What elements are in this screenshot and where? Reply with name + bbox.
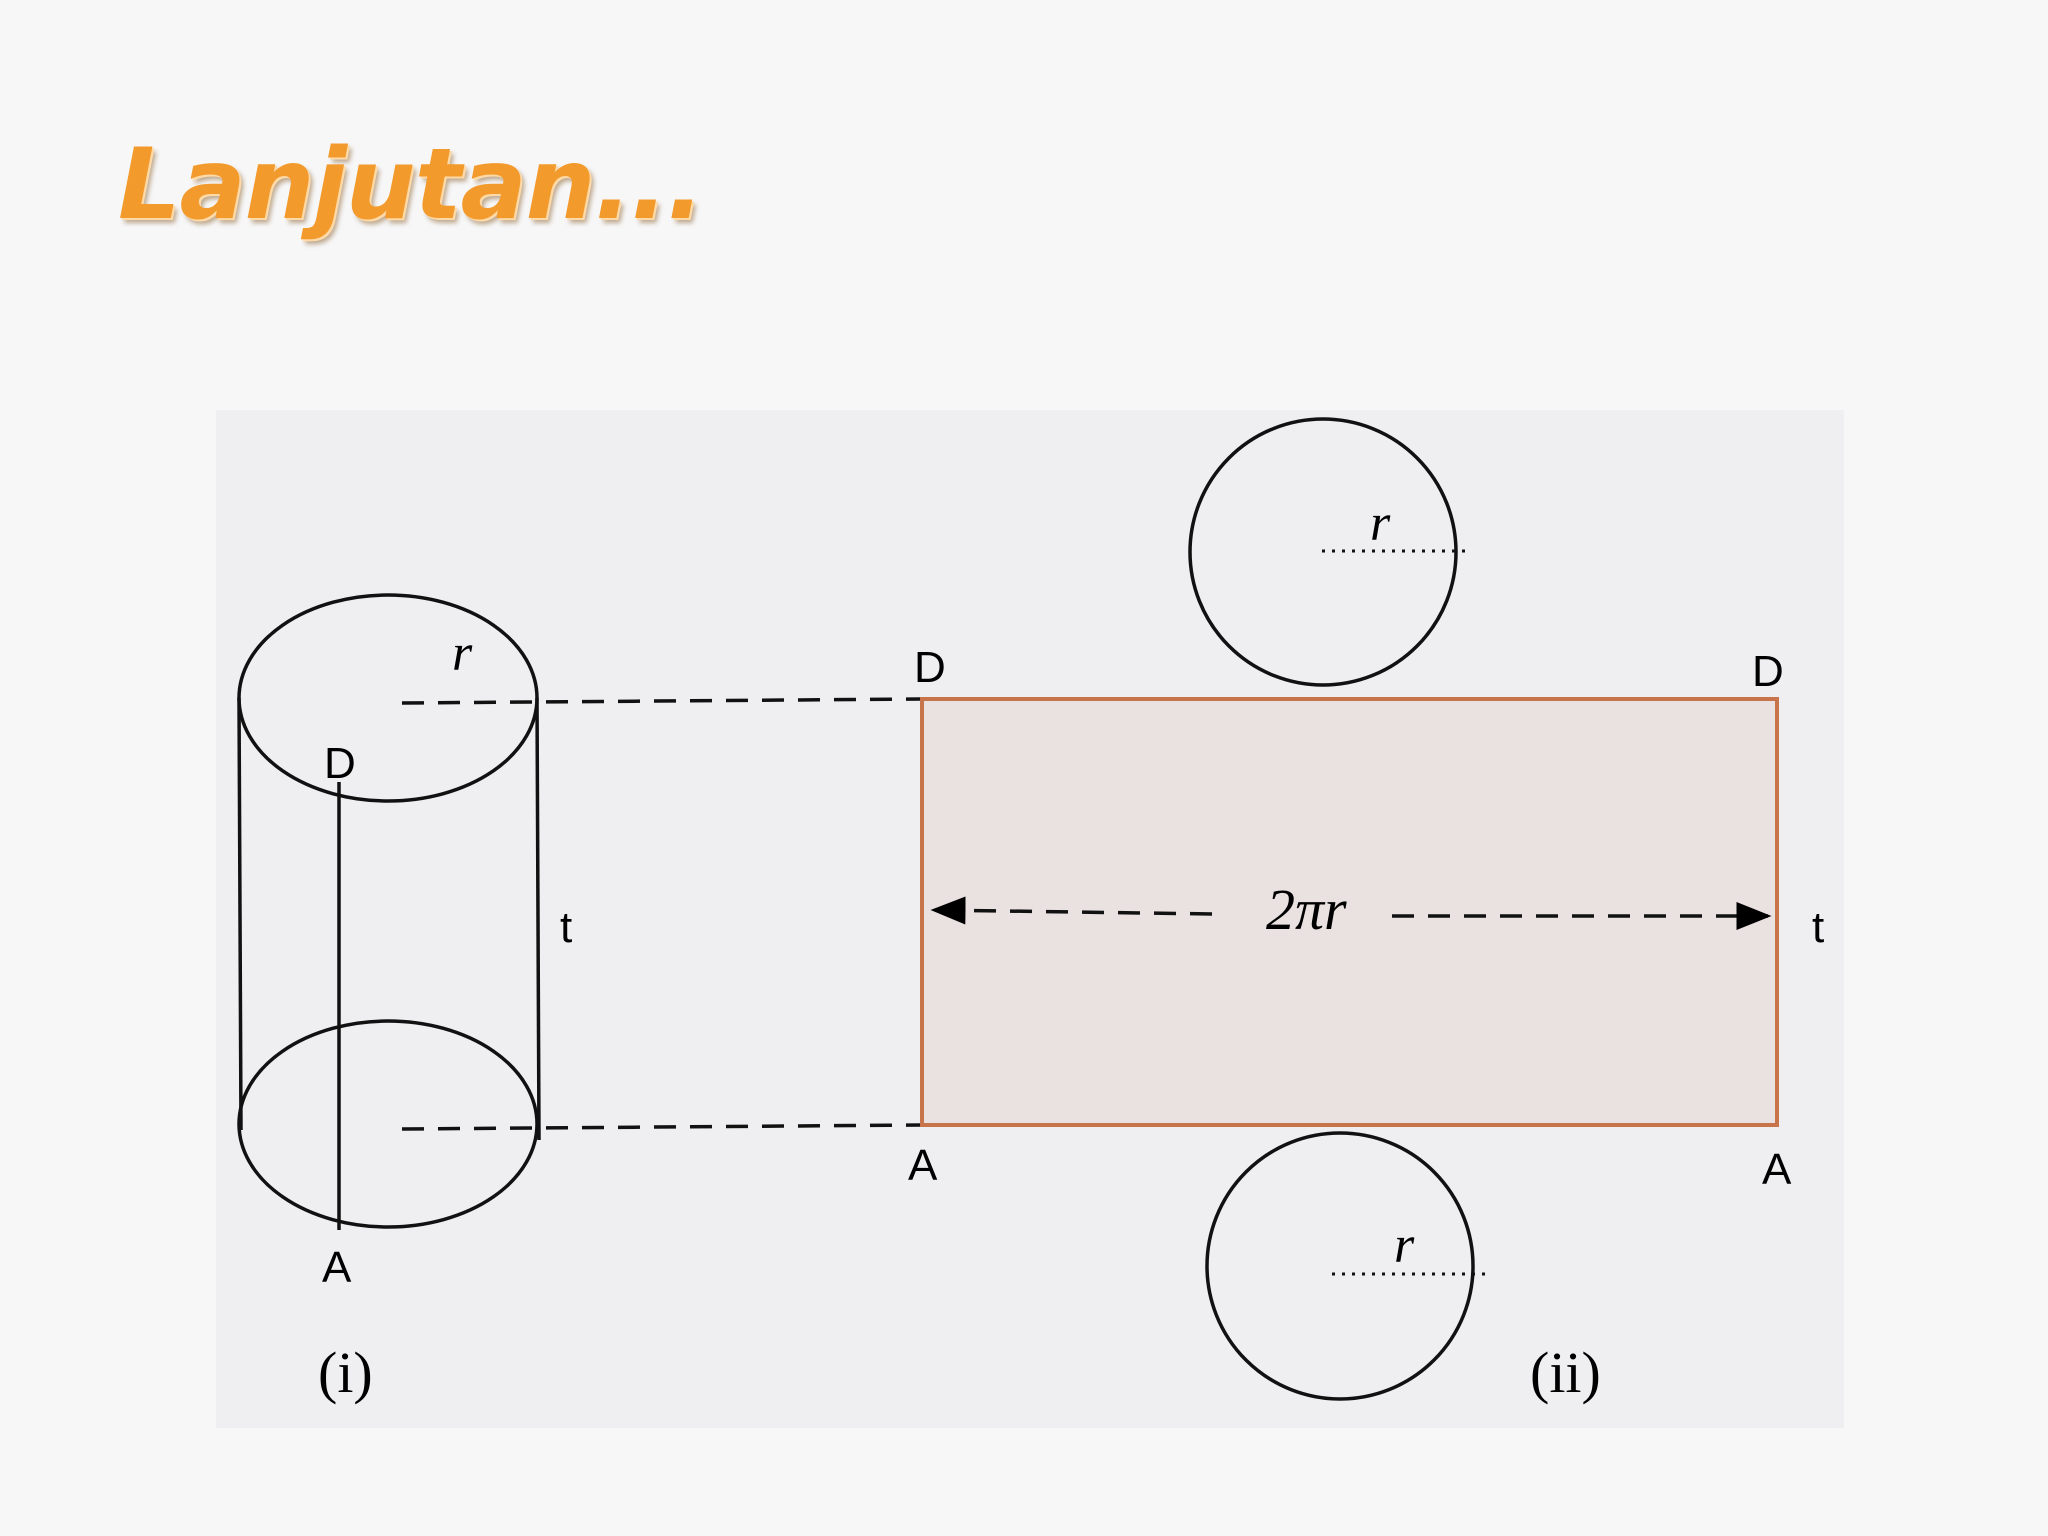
cylinder-radius-label: r — [452, 625, 473, 682]
cylinder-caption: (i) — [318, 1340, 373, 1405]
cylinder-left-side — [237, 697, 243, 1131]
cylinder-top-point-label: D — [324, 739, 356, 788]
net-top-circle — [1188, 417, 1458, 687]
projection-lines — [401, 697, 923, 1131]
net-bottom-left-point-label: A — [908, 1141, 938, 1190]
net-height-label: t — [1812, 903, 1824, 952]
cylinder-top-ellipse — [237, 593, 539, 803]
cylinder — [237, 593, 541, 1230]
circumference-arrow-left — [930, 896, 1213, 925]
net-top-left-point-label: D — [914, 643, 946, 692]
net-bottom-circle-radius-label: r — [1394, 1217, 1415, 1274]
net-bottom-right-point-label: A — [1762, 1145, 1792, 1194]
cylinder-height-label: t — [560, 903, 572, 952]
cylinder-right-side — [535, 697, 541, 1141]
net-top-right-point-label: D — [1752, 647, 1784, 696]
cylinder-bottom-point-label: A — [322, 1243, 352, 1292]
circumference-label: 2πr — [1266, 877, 1347, 942]
net-caption: (ii) — [1530, 1340, 1601, 1405]
bottom-projection-line — [401, 1123, 923, 1131]
slide-title: Lanjutan... — [118, 128, 704, 242]
top-projection-line — [401, 697, 923, 705]
net-top-circle-radius-label: r — [1370, 495, 1391, 552]
cylinder-bottom-ellipse — [237, 1019, 539, 1229]
net-bottom-circle — [1205, 1131, 1475, 1401]
